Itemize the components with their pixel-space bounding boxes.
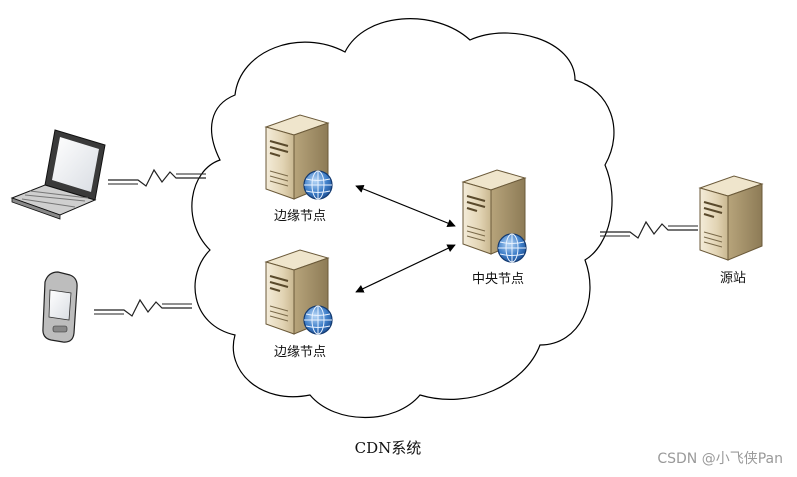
origin-link-icon bbox=[599, 221, 699, 239]
mobile-device-icon bbox=[42, 271, 78, 343]
origin-label: 源站 bbox=[720, 271, 746, 286]
edge-node-top-globe-icon bbox=[303, 170, 333, 200]
laptop-link-icon bbox=[107, 169, 207, 187]
edge-node-bottom-globe-icon bbox=[303, 305, 333, 335]
origin-server bbox=[699, 175, 763, 261]
watermark: CSDN @小飞侠Pan bbox=[657, 451, 783, 467]
mobile-link-icon bbox=[93, 299, 193, 317]
cdn-cloud bbox=[191, 18, 615, 419]
central-node-label: 中央节点 bbox=[472, 272, 524, 287]
edge-node-bottom-label: 边缘节点 bbox=[274, 345, 326, 360]
edge-top-central-arrow bbox=[355, 184, 456, 228]
edge-node-top-label: 边缘节点 bbox=[274, 209, 326, 224]
central-node-globe-icon bbox=[497, 233, 527, 263]
edge-bottom-central-arrow bbox=[355, 244, 456, 293]
laptop-icon bbox=[10, 129, 106, 220]
diagram-caption: CDN系统 bbox=[355, 439, 422, 457]
